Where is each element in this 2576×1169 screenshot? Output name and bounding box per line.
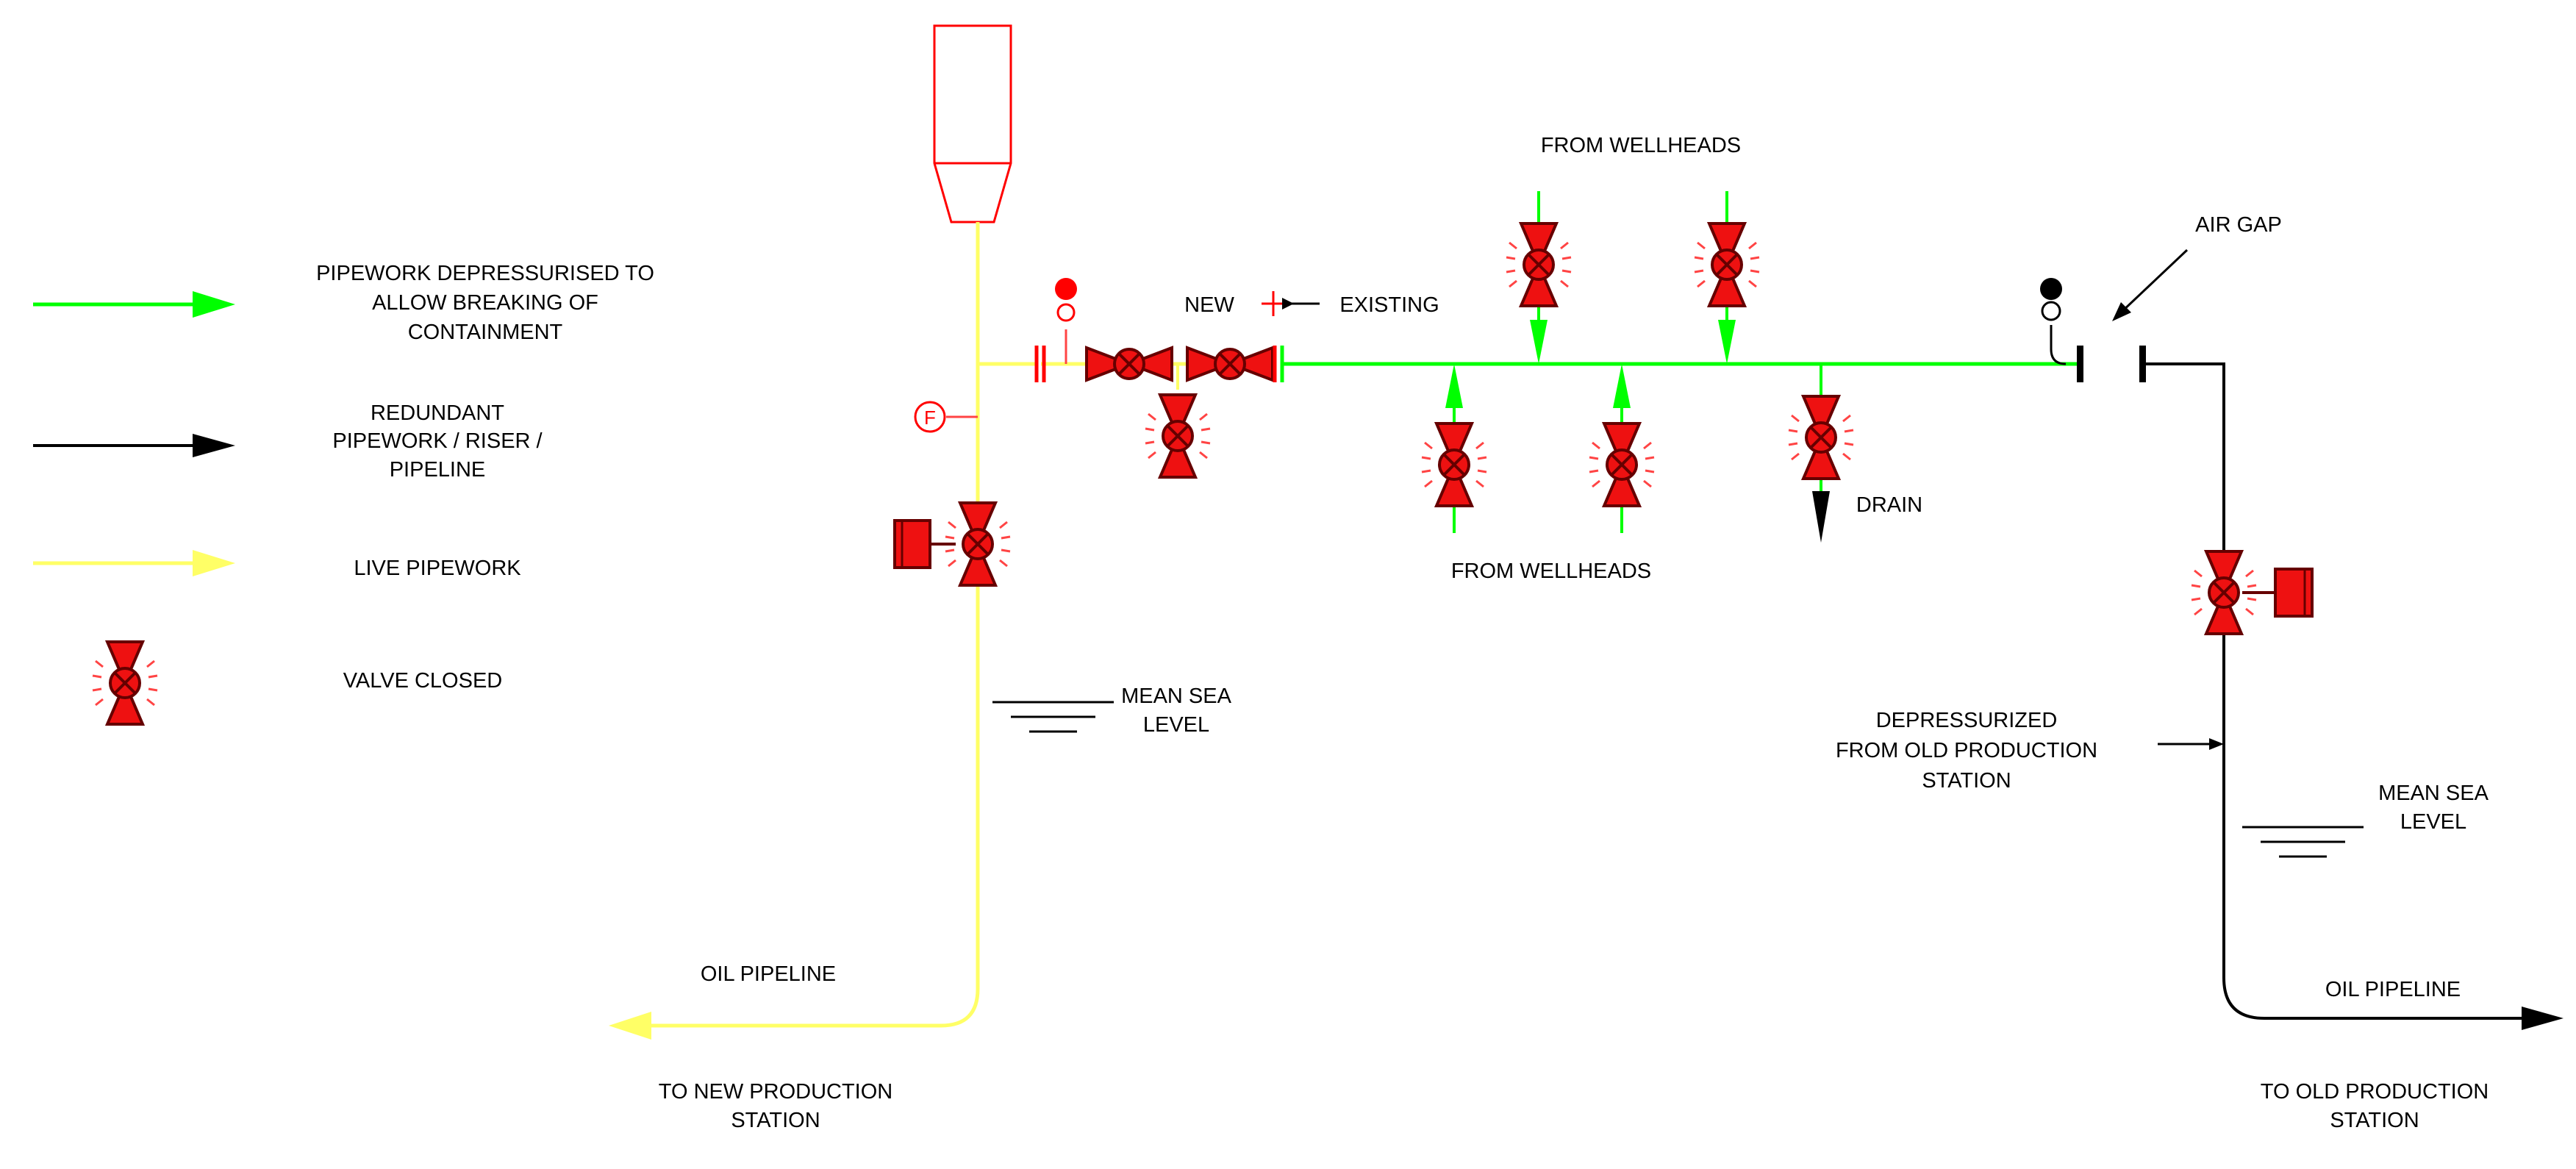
legend-redundant-arrowhead <box>193 434 235 457</box>
legend-item-depressurised: PIPEWORK DEPRESSURISED TO ALLOW BREAKING… <box>33 262 654 344</box>
arrow-icon <box>1530 320 1548 364</box>
drain-label: DRAIN <box>1856 493 1922 517</box>
air-gap: AIR GAP <box>2112 213 2282 321</box>
new-label: NEW <box>1184 293 1234 317</box>
arrow-icon <box>1613 364 1631 408</box>
legend-valve-closed-label: VALVE CLOSED <box>343 669 503 693</box>
legend-depressurised-line2: ALLOW BREAKING OF <box>372 291 598 315</box>
depressurized-line2: FROM OLD PRODUCTION <box>1836 739 2097 762</box>
legend-item-redundant: REDUNDANT PIPEWORK / RISER / PIPELINE <box>33 401 543 482</box>
legend-depressurised-line1: PIPEWORK DEPRESSURISED TO <box>316 262 654 285</box>
legend-depressurised-arrowhead <box>193 291 235 318</box>
legend: PIPEWORK DEPRESSURISED TO ALLOW BREAKING… <box>33 262 654 726</box>
legend-depressurised-line3: CONTAINMENT <box>408 321 563 344</box>
tie-in-spool: NEW EXISTING <box>1034 278 1439 479</box>
redundant-riser-pipe <box>2146 362 2529 1020</box>
arrow-icon <box>2522 1007 2564 1030</box>
actuator-icon <box>2274 568 2314 618</box>
live-riser-pipe <box>647 222 980 1028</box>
left-riser-actuator <box>893 519 956 569</box>
new-existing-marker <box>1262 291 1320 316</box>
wellhead-valve-closed-top-1 <box>1505 222 1573 307</box>
legend-redundant-line1: REDUNDANT <box>371 401 504 425</box>
legend-redundant-line2: PIPEWORK / RISER / <box>332 429 543 453</box>
flow-meter-label: F <box>924 407 936 429</box>
blind-flange-icon <box>2077 346 2083 382</box>
wellhead-inlet-bottom-1 <box>1420 364 1488 533</box>
to-old-station-line2: STATION <box>2330 1109 2419 1132</box>
arrow-icon <box>1718 320 1736 364</box>
flare-stack-icon <box>933 24 1012 224</box>
live-pipeline-arrowhead <box>609 1012 651 1040</box>
air-gap-leader <box>2119 249 2189 314</box>
from-wellheads-top-label: FROM WELLHEADS <box>1541 134 1741 157</box>
wellhead-inlet-top-1 <box>1505 191 1573 364</box>
to-new-station-line1: TO NEW PRODUCTION <box>659 1080 892 1104</box>
legend-redundant-line3: PIPELINE <box>390 458 486 482</box>
to-old-station-line1: TO OLD PRODUCTION <box>2261 1080 2489 1104</box>
gauge-indicator <box>2040 278 2062 300</box>
existing-header: FROM WELLHEADS FROM WELLHEADS DRAIN <box>1282 134 2083 583</box>
closed-valve-icon <box>91 640 159 726</box>
from-wellheads-bottom-label: FROM WELLHEADS <box>1451 560 1651 583</box>
flow-meter-icon: F <box>914 401 946 433</box>
drain-valve-closed <box>1787 395 1855 480</box>
right-riser: DEPRESSURIZED FROM OLD PRODUCTION STATIO… <box>1836 346 2564 1132</box>
legend-item-live: LIVE PIPEWORK <box>33 550 521 580</box>
to-new-station-line2: STATION <box>731 1109 820 1132</box>
actuator-icon <box>893 519 931 569</box>
spool-valve-open-1 <box>1085 346 1173 382</box>
msl-right-line2: LEVEL <box>2400 810 2466 834</box>
wellhead-valve-closed-bottom-1 <box>1420 422 1488 507</box>
sea-level-icon-left <box>992 701 1114 733</box>
depressurized-pointer <box>2158 738 2224 750</box>
wellhead-inlet-bottom-2 <box>1588 364 1656 533</box>
drain-branch: DRAIN <box>1787 364 1922 543</box>
wellhead-valve-closed-top-2 <box>1693 222 1761 307</box>
arrow-icon <box>2112 302 2131 321</box>
depressurized-line3: STATION <box>1922 769 2011 793</box>
gauge-indicator <box>1055 278 1077 300</box>
air-gap-label: AIR GAP <box>2195 213 2282 237</box>
left-riser: F MEAN SEA LEVEL OIL PIPELINE TO NEW PRO… <box>609 24 1232 1132</box>
legend-live-arrowhead <box>193 550 235 576</box>
pressure-gauge-icon <box>2041 301 2061 321</box>
wellhead-valve-closed-bottom-2 <box>1588 422 1656 507</box>
depressurized-line1: DEPRESSURIZED <box>1876 709 2058 732</box>
oil-pipeline-left-label: OIL PIPELINE <box>701 962 836 986</box>
arrow-icon <box>1812 491 1830 543</box>
pressure-gauge-icon <box>1056 303 1076 322</box>
msl-right-line1: MEAN SEA <box>2378 782 2489 805</box>
flange-icon-right <box>1273 346 1284 382</box>
legend-live-label: LIVE PIPEWORK <box>354 557 521 580</box>
oil-pipeline-right-label: OIL PIPELINE <box>2325 978 2461 1001</box>
existing-label: EXISTING <box>1339 293 1439 317</box>
flange-icon-left <box>1034 346 1046 382</box>
blind-flange-icon <box>2139 346 2146 382</box>
wellhead-inlet-top-2 <box>1693 191 1761 364</box>
sea-level-icon-right <box>2242 826 2364 858</box>
header-end-gauge <box>2040 278 2067 365</box>
spool-drain-valve-closed <box>1144 393 1212 479</box>
msl-left-line2: LEVEL <box>1143 713 1209 737</box>
msl-left-line1: MEAN SEA <box>1121 684 1232 708</box>
legend-item-valve-closed: VALVE CLOSED <box>91 640 503 726</box>
arrow-icon <box>1445 364 1463 408</box>
right-riser-actuator <box>2242 568 2314 618</box>
spool-valve-open-2 <box>1186 346 1274 382</box>
